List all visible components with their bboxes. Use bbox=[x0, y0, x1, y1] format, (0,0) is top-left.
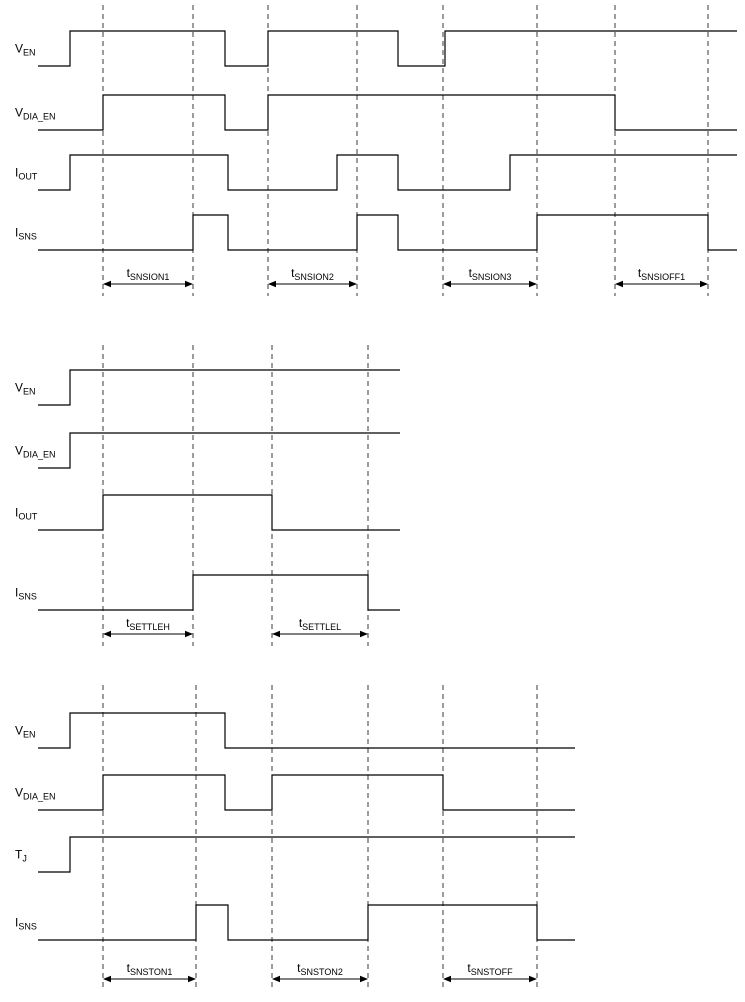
thermal-sns-timing-v-en-label: VEN bbox=[15, 724, 36, 740]
sns-on-off-timing-t-snsioff1-arrowhead-left bbox=[615, 280, 623, 288]
sns-on-off-timing-v-en-label: VEN bbox=[15, 42, 36, 58]
thermal-sns-timing-t-snstoff-arrowhead-right bbox=[529, 975, 537, 983]
sns-on-off-timing-t-snsioff1-label: tSNSIOFF1 bbox=[638, 266, 685, 282]
thermal-sns-timing-t-snstoff-arrowhead-left bbox=[443, 975, 451, 983]
settle-timing-v-en-waveform bbox=[38, 369, 400, 406]
thermal-sns-timing-v-en-waveform bbox=[38, 712, 575, 749]
sns-on-off-timing-i-sns-waveform bbox=[38, 214, 737, 251]
sns-on-off-timing-t-snsion1-label: tSNSION1 bbox=[127, 266, 170, 282]
sns-on-off-timing-t-snsion2-arrowhead-left bbox=[268, 280, 276, 288]
settle-timing-t-settleh-arrowhead-right bbox=[185, 630, 193, 638]
settle-timing-i-out-waveform bbox=[38, 494, 400, 531]
sns-on-off-timing-t-snsion3-arrowhead-right bbox=[529, 280, 537, 288]
panel-thermal-sns-timing: VEN VDIA_EN TJ ISNS tSNSTON1 tSNSTON2 tSNSTOFF bbox=[15, 685, 575, 991]
settle-timing-i-sns-waveform bbox=[38, 574, 400, 611]
sns-on-off-timing-t-snsion1-arrowhead-right bbox=[185, 280, 193, 288]
thermal-sns-timing-v-dia-en-label: VDIA_EN bbox=[15, 786, 56, 802]
settle-timing-v-dia-en-label: VDIA_EN bbox=[15, 444, 56, 460]
sns-on-off-timing-t-snsion1-arrowhead-left bbox=[103, 280, 111, 288]
settle-timing-t-settlel-arrowhead-left bbox=[272, 630, 280, 638]
thermal-sns-timing-t-snston2-arrowhead-left bbox=[272, 975, 280, 983]
sns-on-off-timing-i-sns-label: ISNS bbox=[15, 226, 37, 242]
panel-sns-on-off-timing: VEN VDIA_EN IOUT ISNS tSNSION1 tSNSION2 tSNSIO… bbox=[15, 5, 737, 296]
settle-timing-i-sns-label: ISNS bbox=[15, 586, 37, 602]
thermal-sns-timing-i-sns-waveform bbox=[38, 904, 575, 941]
settle-timing-v-en-label: VEN bbox=[15, 381, 36, 397]
settle-timing-t-settlel-arrowhead-right bbox=[360, 630, 368, 638]
sns-on-off-timing-t-snsion2-arrowhead-right bbox=[349, 280, 357, 288]
thermal-sns-timing-t-snstoff-label: tSNSTOFF bbox=[467, 961, 513, 977]
settle-timing-t-settleh-arrowhead-left bbox=[103, 630, 111, 638]
sns-on-off-timing-i-out-label: IOUT bbox=[15, 166, 38, 182]
settle-timing-t-settleh-label: tSETTLEH bbox=[126, 616, 170, 632]
thermal-sns-timing-i-sns-label: ISNS bbox=[15, 916, 37, 932]
thermal-sns-timing-t-snston2-arrowhead-right bbox=[360, 975, 368, 983]
sns-on-off-timing-t-snsion3-arrowhead-left bbox=[443, 280, 451, 288]
panel-settle-timing: VEN VDIA_EN IOUT ISNS tSETTLEH tSETTLEL bbox=[15, 345, 400, 646]
thermal-sns-timing-t-j-waveform bbox=[38, 836, 575, 873]
sns-on-off-timing-v-dia-en-waveform bbox=[38, 94, 737, 131]
settle-timing-t-settlel-label: tSETTLEL bbox=[299, 616, 341, 632]
sns-on-off-timing-t-snsion3-label: tSNSION3 bbox=[469, 266, 512, 282]
thermal-sns-timing-v-dia-en-waveform bbox=[38, 774, 575, 811]
thermal-sns-timing-t-j-label: TJ bbox=[15, 848, 27, 864]
sns-on-off-timing-v-dia-en-label: VDIA_EN bbox=[15, 106, 56, 122]
sns-on-off-timing-t-snsioff1-arrowhead-right bbox=[700, 280, 708, 288]
sns-on-off-timing-t-snsion2-label: tSNSION2 bbox=[291, 266, 334, 282]
settle-timing-i-out-label: IOUT bbox=[15, 506, 38, 522]
thermal-sns-timing-t-snston2-label: tSNSTON2 bbox=[297, 961, 343, 977]
thermal-sns-timing-t-snston1-arrowhead-right bbox=[188, 975, 196, 983]
sns-on-off-timing-v-en-waveform bbox=[38, 30, 737, 67]
thermal-sns-timing-t-snston1-arrowhead-left bbox=[103, 975, 111, 983]
sns-on-off-timing-i-out-waveform bbox=[38, 154, 737, 191]
settle-timing-v-dia-en-waveform bbox=[38, 432, 400, 469]
thermal-sns-timing-t-snston1-label: tSNSTON1 bbox=[127, 961, 173, 977]
